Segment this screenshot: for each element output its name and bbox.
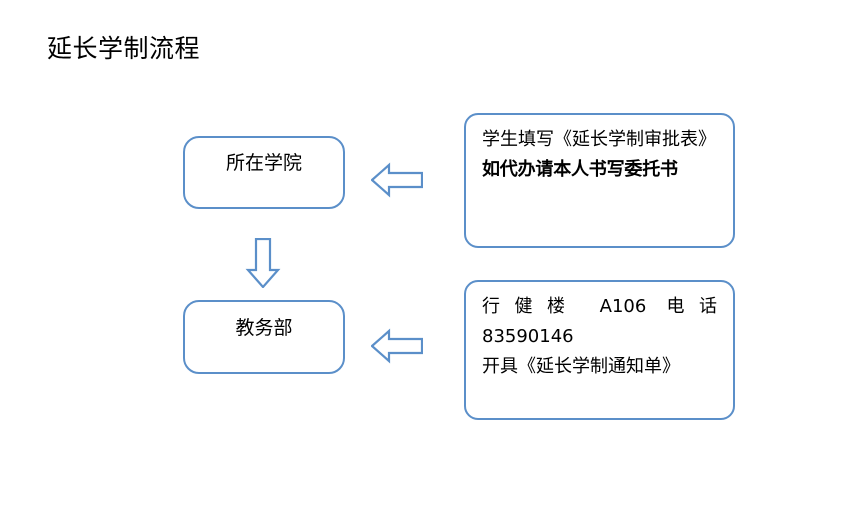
flow-node-academic-affairs-label: 教务部 (235, 317, 293, 339)
arrow-left-icon (371, 328, 423, 364)
flow-node-college[interactable]: 所在学院 (183, 136, 345, 209)
note-line-student-fills-form: 学生填写《延长学制审批表》 (482, 129, 716, 150)
note-box-application-form-body: 学生填写《延长学制审批表》 如代办请本人书写委托书 (482, 125, 717, 185)
note-line-office-location-phone: 行健楼 A106 电话 (482, 296, 717, 317)
page-title: 延长学制流程 (47, 34, 201, 63)
note-box-office-contact-body: 行健楼 A106 电话 83590146 开具《延长学制通知单》 (482, 292, 717, 382)
note-line-issue-notice: 开具《延长学制通知单》 (482, 356, 680, 377)
flow-node-academic-affairs[interactable]: 教务部 (183, 300, 345, 374)
note-box-office-contact[interactable]: 行健楼 A106 电话 83590146 开具《延长学制通知单》 (464, 280, 735, 420)
note-box-application-form[interactable]: 学生填写《延长学制审批表》 如代办请本人书写委托书 (464, 113, 735, 248)
flow-node-college-label: 所在学院 (225, 152, 302, 174)
arrow-down-icon (245, 238, 281, 288)
note-line-proxy-authorization: 如代办请本人书写委托书 (482, 159, 678, 180)
arrow-left-icon (371, 162, 423, 198)
note-line-phone-number: 83590146 (482, 326, 574, 347)
